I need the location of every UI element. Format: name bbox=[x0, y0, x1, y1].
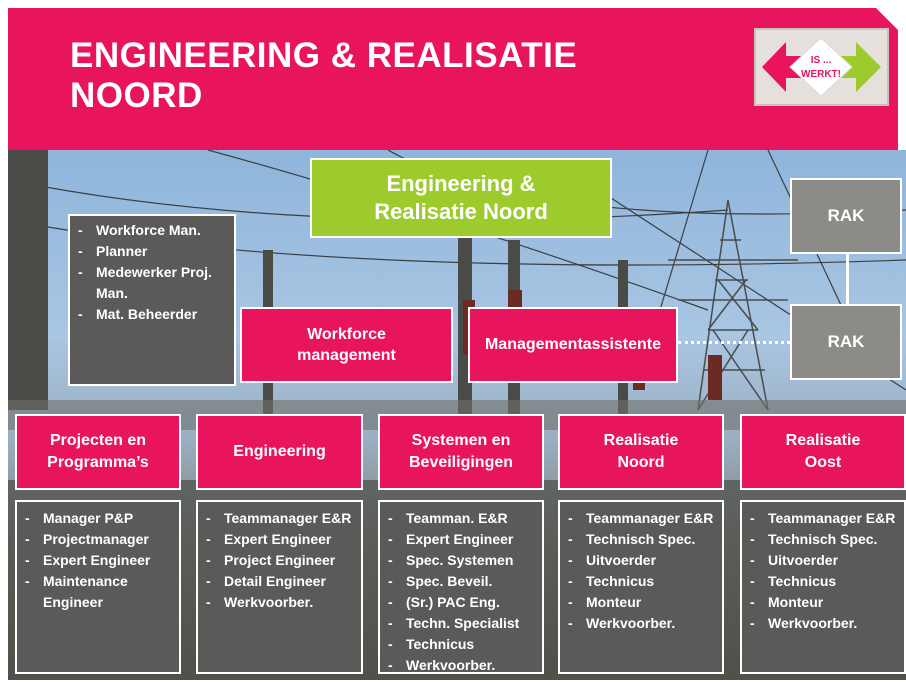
list-item: Expert Engineer bbox=[25, 550, 173, 571]
list-item: Techn. Specialist bbox=[388, 613, 536, 634]
dept-systemen-list: Teamman. E&R Expert Engineer Spec. Syste… bbox=[378, 500, 544, 674]
page-title-line1: ENGINEERING & REALISATIE bbox=[70, 36, 578, 75]
list-item: Expert Engineer bbox=[206, 529, 355, 550]
list-item: (Sr.) PAC Eng. bbox=[388, 592, 536, 613]
list-item: Planner bbox=[78, 241, 228, 262]
list-item: Werkvoorber. bbox=[568, 613, 716, 634]
dept-line1: Systemen en bbox=[411, 432, 511, 449]
header-banner bbox=[8, 8, 898, 150]
is-werkt-logo: IS ... WERKT! bbox=[754, 28, 889, 106]
dept-realisatie-noord-box: Realisatie Noord bbox=[558, 414, 724, 490]
svg-text:IS ...: IS ... bbox=[811, 55, 832, 66]
list-item: Expert Engineer bbox=[388, 529, 536, 550]
svg-text:WERKT!: WERKT! bbox=[801, 69, 841, 80]
top-org-box: Engineering & Realisatie Noord bbox=[310, 158, 612, 238]
list-item: Detail Engineer bbox=[206, 571, 355, 592]
top-org-line1: Engineering & bbox=[386, 171, 536, 196]
dept-systemen-box: Systemen en Beveiligingen bbox=[378, 414, 544, 490]
dept-projecten-box: Projecten en Programma’s bbox=[15, 414, 181, 490]
list-item: Werkvoorber. bbox=[388, 655, 536, 672]
dept-line1: Engineering bbox=[233, 443, 326, 460]
list-item: Monteur bbox=[750, 592, 898, 613]
page-title: ENGINEERING & REALISATIE NOORD bbox=[70, 36, 577, 116]
page-title-line2: NOORD bbox=[70, 76, 203, 115]
header-corner bbox=[876, 8, 898, 30]
workforce-line2: management bbox=[297, 347, 396, 364]
rak-box-top: RAK bbox=[790, 178, 902, 254]
dept-realisatie-oost-box: Realisatie Oost bbox=[740, 414, 906, 490]
assistent-rak-connector bbox=[678, 341, 790, 344]
list-item: Spec. Beveil. bbox=[388, 571, 536, 592]
dept-line1: Projecten en bbox=[49, 432, 147, 449]
list-item: Uitvoerder bbox=[568, 550, 716, 571]
list-item: Teammanager E&R bbox=[206, 508, 355, 529]
dept-realisatie-oost-list: Teammanager E&R Technisch Spec. Uitvoerd… bbox=[740, 500, 906, 674]
managementassistente-box: Managementassistente bbox=[468, 307, 678, 383]
list-item: Medewerker Proj. Man. bbox=[78, 262, 228, 304]
list-item: Monteur bbox=[568, 592, 716, 613]
workforce-management-box: Workforce management bbox=[240, 307, 453, 383]
list-item: Mat. Beheerder bbox=[78, 304, 228, 325]
dept-line2: Noord bbox=[617, 454, 665, 471]
dept-line2: Oost bbox=[804, 454, 842, 471]
dept-engineering-list: Teammanager E&R Expert Engineer Project … bbox=[196, 500, 363, 674]
list-item: Workforce Man. bbox=[78, 220, 228, 241]
list-item: Projectmanager bbox=[25, 529, 173, 550]
list-item: Technicus bbox=[750, 571, 898, 592]
list-item: Teammanager E&R bbox=[750, 508, 898, 529]
rak-top-label: RAK bbox=[827, 206, 865, 225]
workforce-role-list: Workforce Man. Planner Medewerker Proj. … bbox=[68, 214, 236, 386]
list-item: Spec. Systemen bbox=[388, 550, 536, 571]
rak-connector bbox=[846, 254, 849, 304]
list-item: Werkvoorber. bbox=[206, 592, 355, 613]
dept-line1: Realisatie bbox=[785, 432, 861, 449]
workforce-line1: Workforce bbox=[307, 326, 386, 343]
list-item: Manager P&P bbox=[25, 508, 173, 529]
list-item: Maintenance Engineer bbox=[25, 571, 173, 613]
managementassistente-label: Managementassistente bbox=[484, 336, 662, 353]
list-item: Werkvoorber. bbox=[750, 613, 898, 634]
top-org-line2: Realisatie Noord bbox=[374, 199, 548, 224]
list-item: Teammanager E&R bbox=[568, 508, 716, 529]
list-item: Technisch Spec. bbox=[750, 529, 898, 550]
dept-line1: Realisatie bbox=[603, 432, 679, 449]
rak-bottom-label: RAK bbox=[827, 332, 865, 351]
dept-realisatie-noord-list: Teammanager E&R Technisch Spec. Uitvoerd… bbox=[558, 500, 724, 674]
list-item: Project Engineer bbox=[206, 550, 355, 571]
dept-projecten-list: Manager P&P Projectmanager Expert Engine… bbox=[15, 500, 181, 674]
list-item: Technicus bbox=[388, 634, 536, 655]
list-item: Technisch Spec. bbox=[568, 529, 716, 550]
rak-box-bottom: RAK bbox=[790, 304, 902, 380]
list-item: Uitvoerder bbox=[750, 550, 898, 571]
dept-line2: Programma’s bbox=[47, 454, 149, 471]
list-item: Technicus bbox=[568, 571, 716, 592]
dept-line2: Beveiligingen bbox=[408, 454, 514, 471]
dept-engineering-box: Engineering bbox=[196, 414, 363, 490]
list-item: Teamman. E&R bbox=[388, 508, 536, 529]
